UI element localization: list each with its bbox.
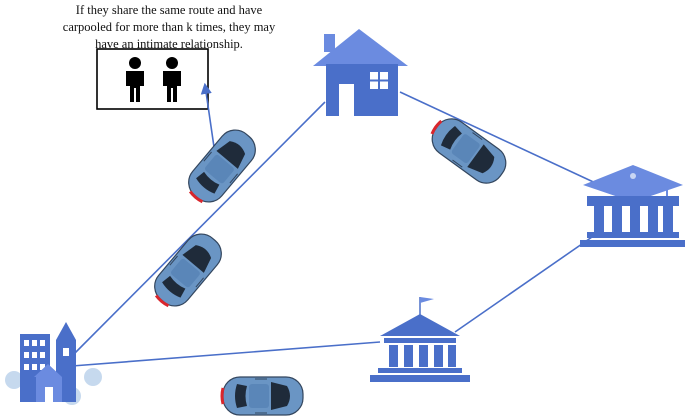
route-bank-to-university: [454, 236, 593, 333]
city-buildings-icon: [0, 322, 110, 418]
caption-line-2: carpooled for more than k times, they ma…: [62, 20, 276, 34]
passenger-box: [96, 48, 209, 110]
house-icon: [313, 29, 408, 116]
graduation-building-icon: [580, 165, 685, 247]
relationship-caption: If they share the same route and have ca…: [58, 2, 280, 53]
bank-building-icon: [370, 297, 470, 382]
caption-line-3: have an intimate relationship.: [95, 37, 243, 51]
route-house-to-city: [67, 101, 326, 361]
car-icon: [179, 121, 264, 212]
car-icon: [220, 375, 305, 417]
car-icon: [145, 225, 230, 316]
route-lines: [67, 91, 603, 367]
arrow-to-box: [200, 82, 215, 148]
route-house-to-university: [399, 91, 603, 187]
route-city-to-bank: [71, 341, 381, 367]
caption-line-1: If they share the same route and have: [75, 3, 263, 17]
